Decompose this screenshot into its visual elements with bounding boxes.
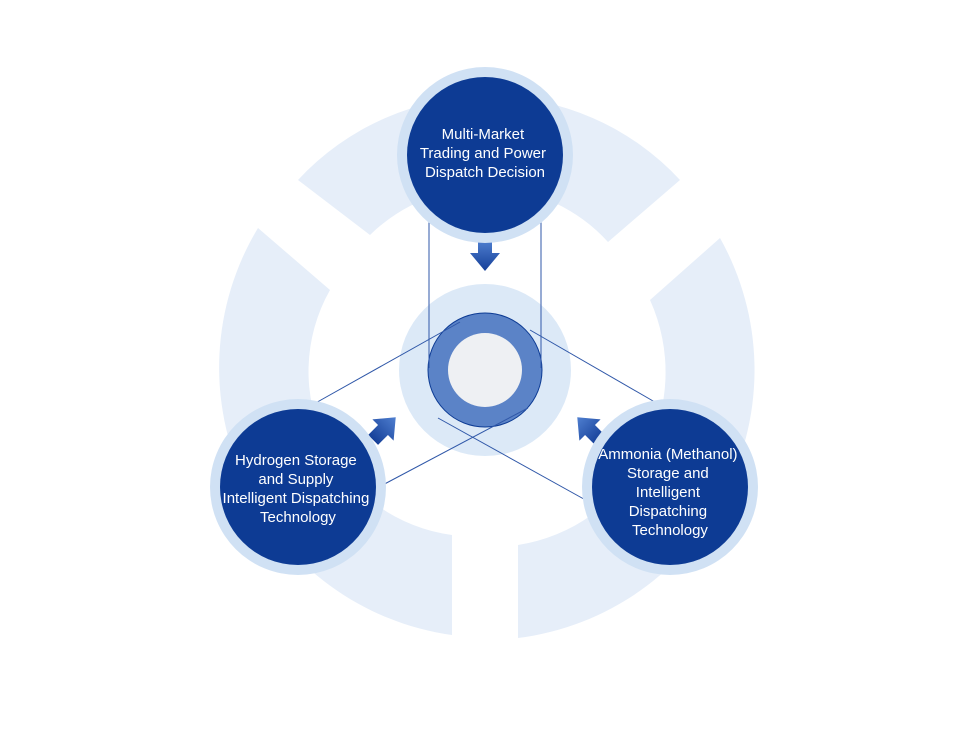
node-circle <box>220 409 376 565</box>
node-label-line: and Supply <box>258 471 334 488</box>
node-circle <box>407 77 563 233</box>
node-label-line: Multi-Market <box>442 126 525 143</box>
node-circle <box>592 409 748 565</box>
node-label: Multi-Market Trading and Power Dispatch … <box>420 126 550 181</box>
connector-line <box>437 417 601 509</box>
node-label-line: Storage and <box>627 465 709 482</box>
center-core <box>448 333 522 407</box>
node-ammonia-storage: Ammonia (Methanol) Storage and Intellige… <box>582 399 758 575</box>
connector-line <box>359 407 529 498</box>
node-label-line: Technology <box>260 509 336 526</box>
connector-lines <box>311 210 661 509</box>
node-label-line: Ammonia (Methanol) <box>598 446 737 463</box>
node-label-line: Intelligent Dispatching <box>223 490 370 507</box>
node-label: Ammonia (Methanol) Storage and Intellige… <box>598 446 741 539</box>
node-label: Hydrogen Storage and Supply Intelligent … <box>223 452 374 526</box>
node-label-line: Intelligent <box>636 484 701 501</box>
node-label-line: Trading and Power <box>420 145 546 162</box>
connector-line <box>311 321 461 406</box>
node-label-line: Dispatch Decision <box>425 164 545 181</box>
node-hydrogen-storage: Hydrogen Storage and Supply Intelligent … <box>210 399 386 575</box>
arrow-up-right-icon <box>368 417 396 445</box>
arrow-down-icon <box>470 240 500 271</box>
node-label-line: Hydrogen Storage <box>235 452 357 469</box>
node-label-line: Dispatching <box>629 503 707 520</box>
connector-line <box>529 329 661 406</box>
node-label-line: Technology <box>632 522 708 539</box>
node-multi-market-trading: Multi-Market Trading and Power Dispatch … <box>397 67 573 243</box>
